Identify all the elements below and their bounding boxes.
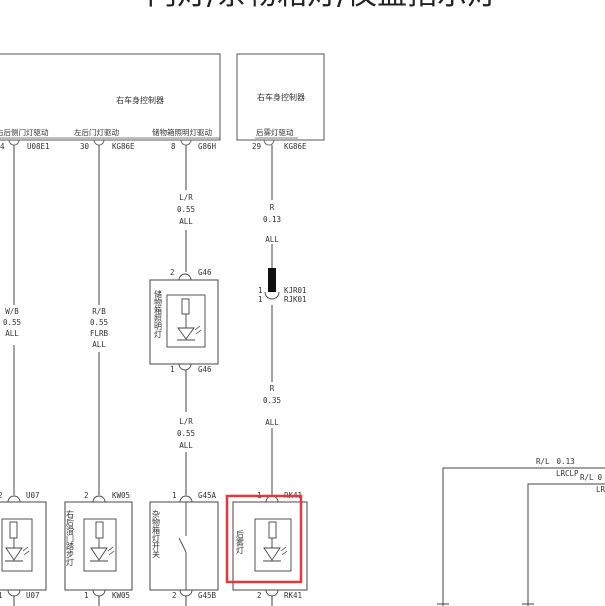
rear-fog-lamp: 1 RK41 后雾灯 2 RK41 xyxy=(232,491,308,600)
svg-text:1: 1 xyxy=(170,365,175,374)
pin-1: 4 U08E1 xyxy=(0,139,50,151)
svg-text:2: 2 xyxy=(257,591,262,600)
wire-1-opt: ALL xyxy=(5,329,19,338)
right-wire-2-code: LR xyxy=(596,485,605,494)
wire-2-opt2: ALL xyxy=(92,340,106,349)
switch-label: 杂物箱灯开关 xyxy=(152,510,161,559)
svg-text:G86H: G86H xyxy=(198,142,217,151)
wire-6-color: R xyxy=(270,384,275,393)
wire-4-opt: ALL xyxy=(179,441,193,450)
right-wire-lines xyxy=(437,467,605,606)
wire-1-color: W/B xyxy=(5,307,19,316)
page-title: 门灯/杂物箱灯/仪盘指示灯 xyxy=(147,0,497,12)
svg-text:1: 1 xyxy=(172,491,177,500)
svg-text:KG86E: KG86E xyxy=(284,142,307,151)
svg-text:U08E1: U08E1 xyxy=(27,142,50,151)
svg-text:G46: G46 xyxy=(198,365,212,374)
svg-text:1: 1 xyxy=(258,295,263,304)
svg-text:KW05: KW05 xyxy=(112,591,130,600)
wire-4-size: 0.55 xyxy=(177,429,195,438)
svg-text:G45A: G45A xyxy=(198,491,217,500)
pin-2: 30 KG86E xyxy=(80,139,135,151)
wire-6-size: 0.35 xyxy=(263,396,281,405)
svg-text:G46: G46 xyxy=(198,268,212,277)
svg-text:1: 1 xyxy=(258,286,263,295)
wire-2-color: R/B xyxy=(92,307,106,316)
svg-text:2: 2 xyxy=(170,268,175,277)
step-lamp: 2 KW05 右后滑门踏步灯 1 KW05 xyxy=(64,491,133,600)
svg-text:8: 8 xyxy=(171,142,176,151)
wire-5-color: R xyxy=(270,203,275,212)
wire-lines xyxy=(13,145,273,606)
storage-lamp: 2 G46 储物箱照明灯 1 G46 xyxy=(149,268,219,374)
svg-text:KW05: KW05 xyxy=(112,491,130,500)
highlight-box xyxy=(225,494,303,584)
svg-text:U07: U07 xyxy=(26,491,40,500)
pin-label-1: 右后侧门灯驱动 xyxy=(0,127,49,137)
svg-text:RJK01: RJK01 xyxy=(284,295,307,304)
control-module-right-label: 右车身控制器 xyxy=(257,92,305,102)
svg-text:29: 29 xyxy=(252,142,261,151)
storage-lamp-label: 储物箱照明灯 xyxy=(154,289,163,339)
right-wire-1-code: LRCLP xyxy=(556,469,579,478)
pin-label-3: 储物箱照明灯驱动 xyxy=(152,127,212,137)
wire-1-size: 0.55 xyxy=(3,318,21,327)
svg-text:2: 2 xyxy=(0,491,3,500)
pin-label-2: 左后门灯驱动 xyxy=(74,127,119,137)
svg-text:KG86E: KG86E xyxy=(112,142,135,151)
svg-text:KJR01: KJR01 xyxy=(284,286,307,295)
pin-3: 8 G86H xyxy=(171,139,217,151)
rear-fog-label: 后雾灯 xyxy=(236,529,245,555)
step-lamp-label: 右后滑门踏步灯 xyxy=(66,509,75,567)
wire-3-size: 0.55 xyxy=(177,205,195,214)
svg-text:RK41: RK41 xyxy=(284,591,302,600)
wire-2-opt: FLRB xyxy=(90,329,109,338)
wire-3-opt: ALL xyxy=(179,217,193,226)
wire-6-opt: ALL xyxy=(265,418,279,427)
control-module-left xyxy=(0,53,221,141)
lamp-left: 2 U07 1 U07 xyxy=(0,491,47,600)
wire-2-size: 0.55 xyxy=(90,318,108,327)
wire-4-color: L/R xyxy=(179,417,193,426)
control-module-left-label: 右车身控制器 xyxy=(116,95,164,105)
svg-text:2: 2 xyxy=(84,491,89,500)
pin-label-4: 后雾灯驱动 xyxy=(256,127,294,137)
svg-text:2: 2 xyxy=(172,591,177,600)
control-module-right xyxy=(236,53,325,141)
svg-text:4: 4 xyxy=(0,142,5,151)
svg-text:30: 30 xyxy=(80,142,90,151)
wire-5-opt: ALL xyxy=(265,235,279,244)
inline-connector: 1 1 KJR01 RJK01 xyxy=(258,268,307,304)
svg-text:1: 1 xyxy=(84,591,89,600)
svg-text:U07: U07 xyxy=(26,591,40,600)
svg-text:G45B: G45B xyxy=(198,591,217,600)
wire-5-size: 0.13 xyxy=(263,215,281,224)
pin-4: 29 KG86E xyxy=(252,139,307,151)
svg-text:1: 1 xyxy=(0,591,3,600)
storage-switch: 1 G45A 杂物箱灯开关 2 G45B xyxy=(149,491,219,600)
wire-3-color: L/R xyxy=(179,193,193,202)
